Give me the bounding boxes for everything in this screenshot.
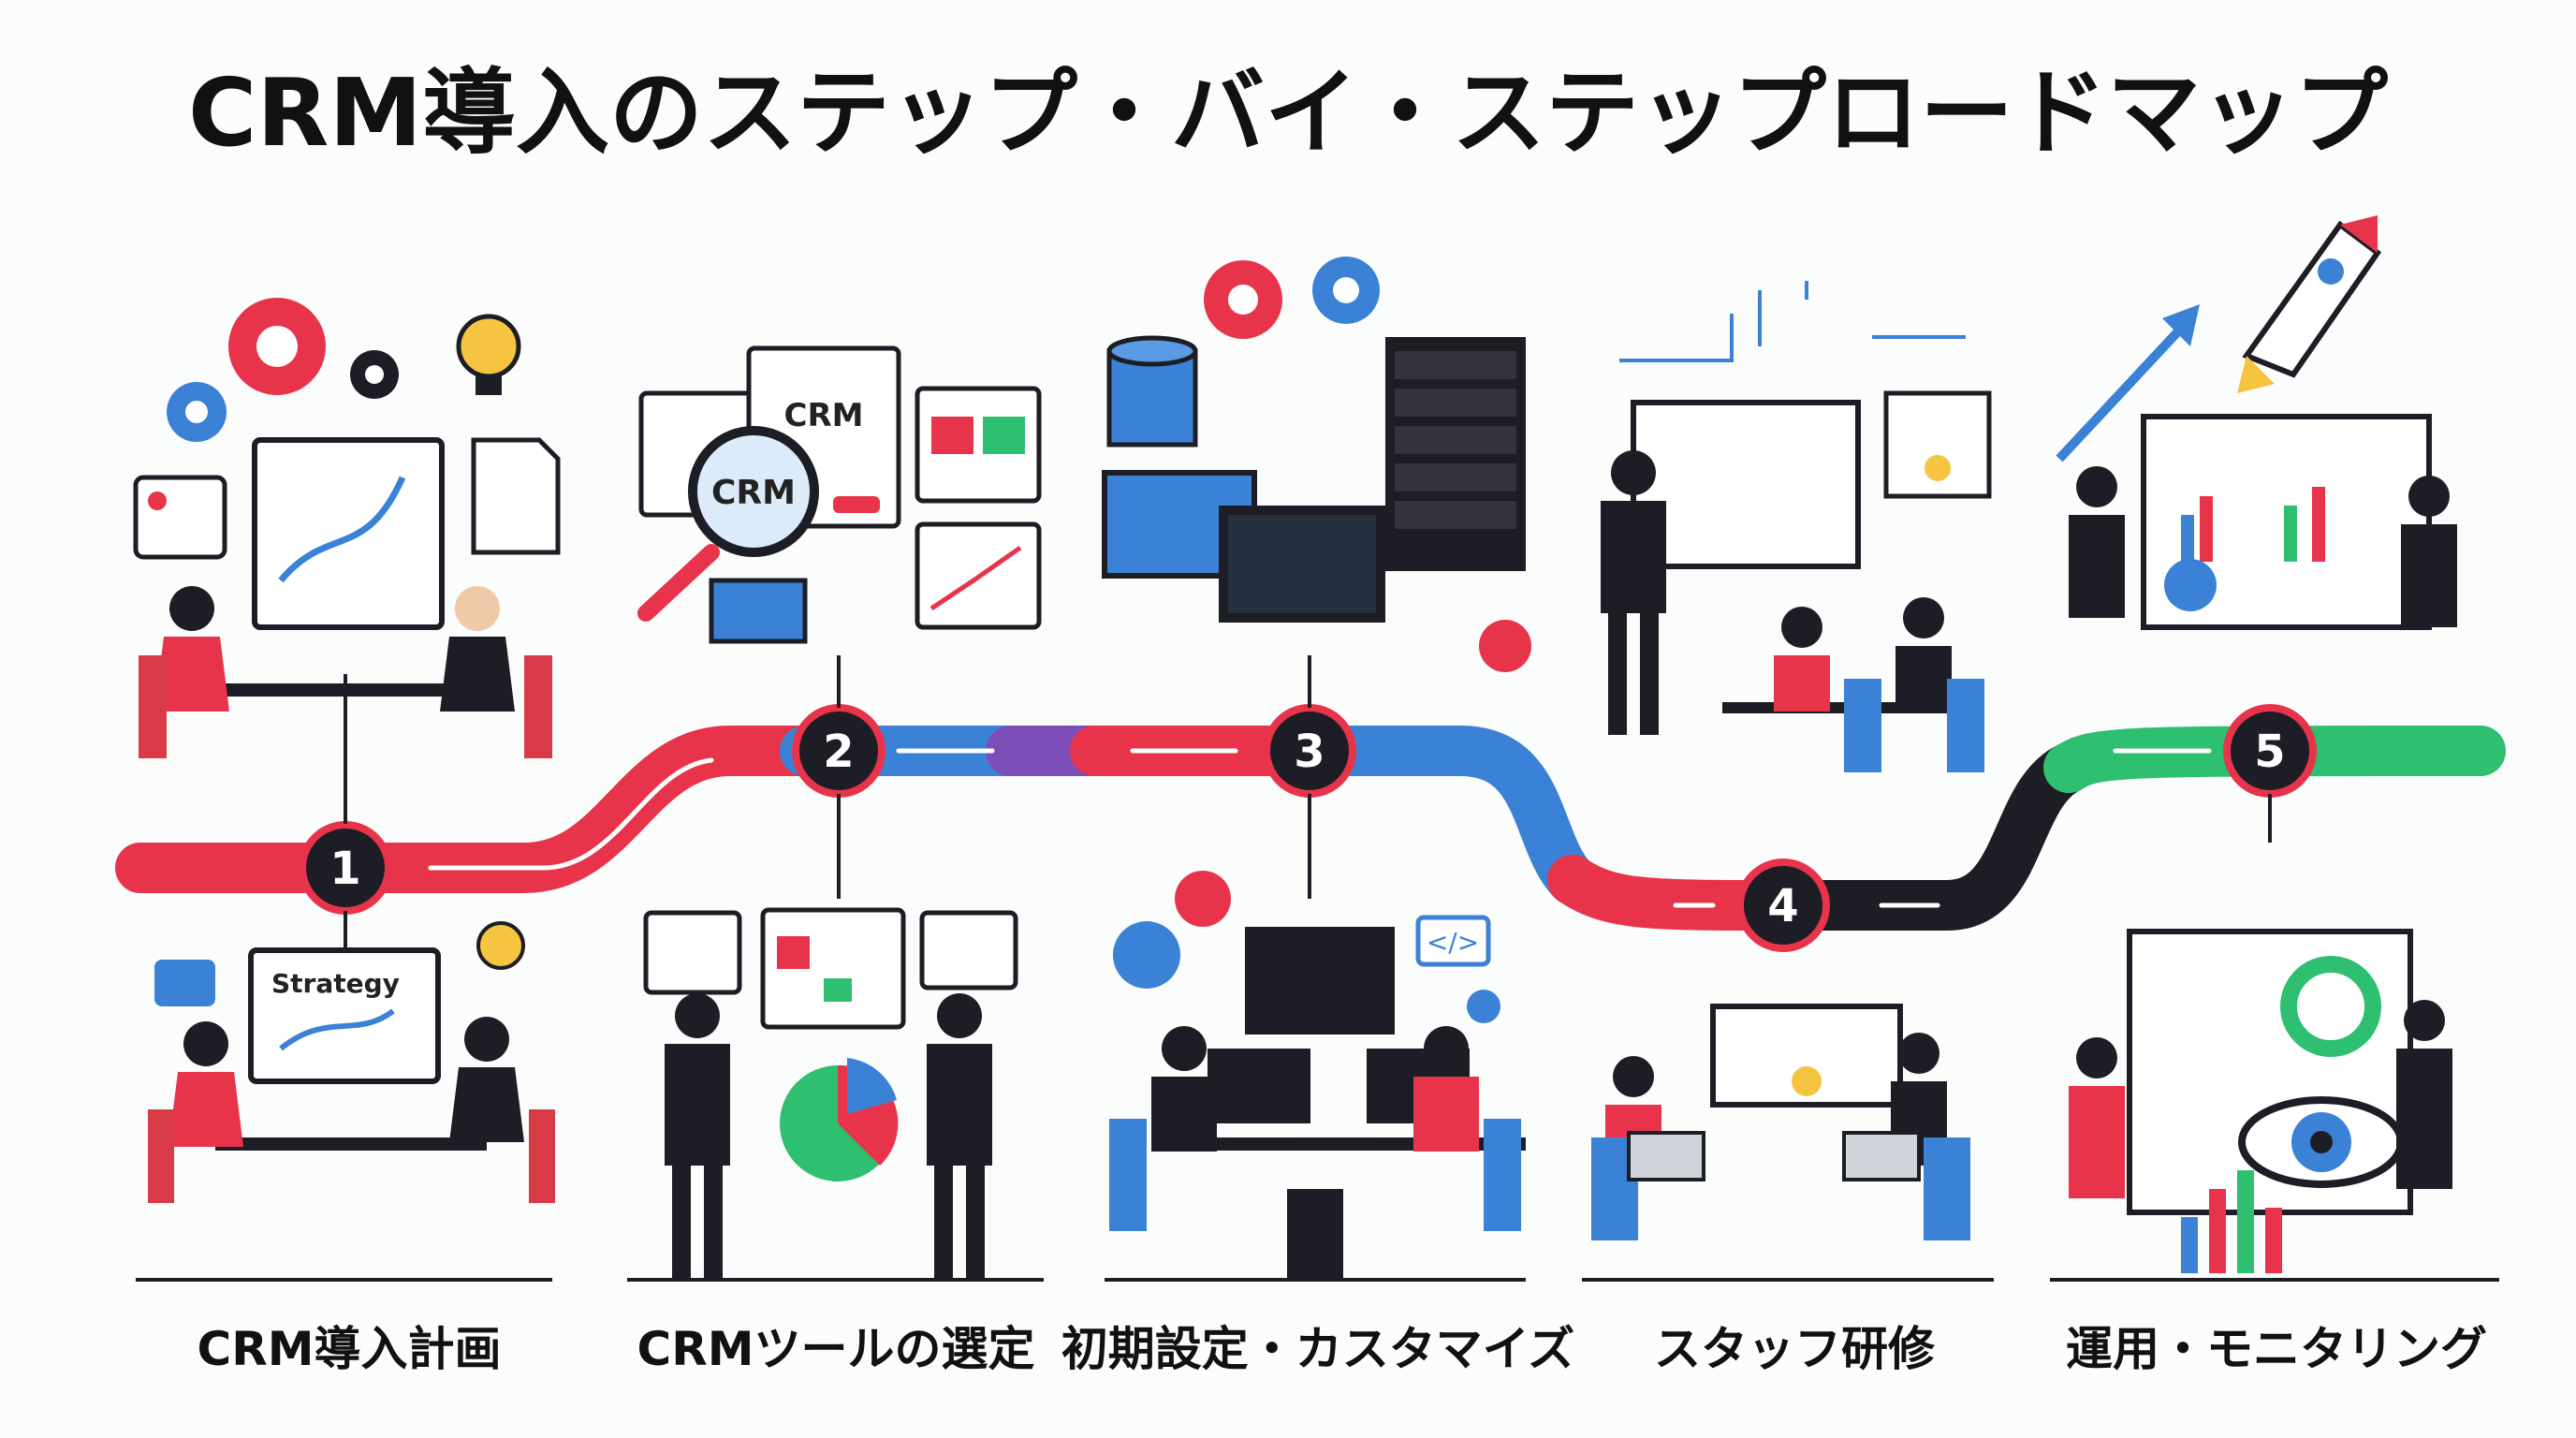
svg-text:1: 1 (329, 843, 360, 895)
step-node-4[interactable]: 4 (1736, 858, 1830, 952)
step-node-5[interactable]: 5 (2223, 704, 2317, 798)
svg-text:4: 4 (1767, 880, 1798, 932)
step-label-2: CRMツールの選定 (637, 1322, 1035, 1376)
step-label-3: 初期設定・カスタマイズ (1061, 1322, 1575, 1376)
magnifier-text: CRM (711, 474, 796, 512)
step-2-illustration: CRM CRM (637, 345, 1042, 1278)
lightbulb-icon (456, 314, 521, 395)
laptop-icon (709, 578, 808, 644)
svg-text:5: 5 (2254, 726, 2285, 778)
certificate-icon (1883, 390, 1992, 499)
page-title: CRM導入のステップ・バイ・ステップロードマップ (188, 58, 2388, 168)
document-icon (471, 437, 561, 555)
step-4-illustration (1591, 281, 1992, 1240)
step-label-4: スタッフ研修 (1654, 1322, 1936, 1376)
code-tag-text: </> (1427, 927, 1479, 958)
presentation-board (1631, 400, 1861, 569)
step-1-illustration: Strategy (133, 298, 561, 1203)
crm-window-text: CRM (784, 397, 864, 434)
strategy-board-text: Strategy (271, 968, 400, 999)
database-icon (1106, 335, 1198, 448)
step-node-2[interactable]: 2 (792, 704, 886, 798)
pie-chart-icon (780, 1058, 899, 1181)
server-icon (1385, 337, 1526, 571)
eye-icon (2238, 1096, 2405, 1188)
step-5-illustration (2056, 215, 2457, 1273)
rocket-icon (2237, 215, 2382, 393)
step-node-3[interactable]: 3 (1263, 704, 1356, 798)
step-3-illustration: </> (1102, 257, 1531, 1278)
step-label-1: CRM導入計画 (198, 1322, 502, 1376)
strategy-board-icon (252, 437, 445, 630)
step-label-5: 運用・モニタリング (2066, 1322, 2487, 1376)
magnifier-icon: CRM (637, 426, 819, 622)
step-node-1[interactable]: 1 (299, 821, 392, 915)
svg-text:3: 3 (1294, 726, 1325, 778)
svg-text:2: 2 (823, 726, 854, 778)
